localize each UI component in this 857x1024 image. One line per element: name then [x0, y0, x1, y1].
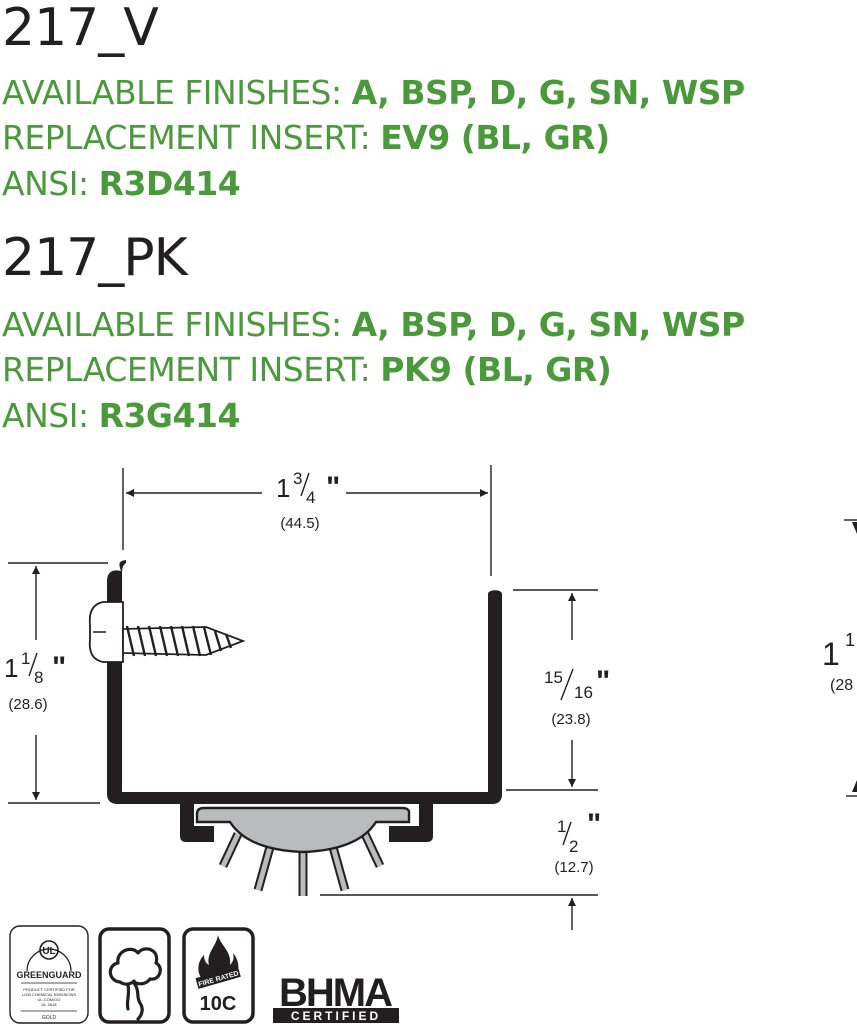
dim-hl-den: 8	[34, 668, 43, 687]
fire-rated-logo: FIRE RATED 10C	[182, 927, 255, 1024]
dim-hr-den: 16	[574, 683, 593, 702]
gg-line2: LOW CHEMICAL EMISSIONS	[22, 992, 76, 997]
dim-id-mm: (12.7)	[554, 859, 593, 876]
dim-width-whole: 1	[276, 473, 290, 503]
insert-retainer-right	[389, 804, 433, 842]
ansi-line-217-v: ANSI: R3D414	[2, 164, 241, 203]
dim-hl-inch: "	[52, 651, 66, 684]
dim-pn-whole: 1	[822, 636, 840, 672]
greenguard-name: GREENGUARD	[16, 970, 82, 980]
dim-width-num: 3	[293, 469, 302, 488]
dim-hl-mm: (28.6)	[8, 696, 47, 713]
ul-text: UL	[42, 946, 55, 957]
ul-mark-icon	[39, 940, 59, 960]
insert-label: REPLACEMENT INSERT:	[2, 118, 371, 157]
dim-width-label: 1 3 4 " (44.5)	[276, 469, 340, 532]
finishes-line-217-pk: AVAILABLE FINISHES: A, BSP, D, G, SN, WS…	[2, 308, 745, 341]
dim-hr-mm: (23.8)	[551, 711, 590, 728]
gg-line3: UL.COM/GG	[38, 997, 61, 1002]
dim-id-num: 1	[557, 817, 566, 836]
dim-hr-num: 15	[544, 668, 563, 687]
finishes-value: A, BSP, D, G, SN, WSP	[351, 73, 746, 112]
finishes-label: AVAILABLE FINISHES:	[2, 305, 342, 344]
dim-id-inch: "	[587, 808, 601, 841]
dim-width-inch: "	[326, 471, 340, 504]
finishes-value: A, BSP, D, G, SN, WSP	[351, 305, 746, 344]
ansi-line-217-pk: ANSI: R3G414	[2, 399, 240, 432]
dim-hl-whole: 1	[4, 653, 18, 683]
insert-line-217-pk: REPLACEMENT INSERT: PK9 (BL, GR)	[2, 350, 612, 389]
ansi-value: R3G414	[98, 396, 241, 435]
ansi-label: ANSI:	[2, 396, 89, 435]
bhma-certified-logo: BHMA CERTIFIED	[273, 971, 399, 1023]
gg-tier: GOLD	[42, 1015, 57, 1021]
ansi-label: ANSI:	[2, 164, 89, 203]
insert-retainer-left	[180, 804, 214, 842]
greenguard-gold-logo: UL GREENGUARD PRODUCT CERTIFIED FOR LOW …	[9, 925, 89, 1024]
partial-arrow-bottom	[852, 780, 857, 792]
dim-height-left-label: 1 1 8 " (28.6)	[4, 649, 66, 713]
insert-line-217-v: REPLACEMENT INSERT: EV9 (BL, GR)	[2, 121, 610, 154]
dim-pn-num: 1	[845, 630, 855, 650]
smoke-cloud-icon	[108, 947, 162, 1021]
model-title-217-pk: 217_PK	[2, 228, 188, 288]
finishes-line-217-v: AVAILABLE FINISHES: A, BSP, D, G, SN, WS…	[2, 76, 745, 109]
dimension-lines	[8, 465, 857, 930]
insert-label: REPLACEMENT INSERT:	[2, 350, 371, 389]
door-bottom-profile-drawing: 1 3 4 " (44.5) 1 1 8 " (28.6) 15 16 " (2…	[4, 465, 857, 930]
partial-arrow-top	[852, 522, 857, 534]
insert-value: EV9 (BL, GR)	[380, 118, 610, 157]
bhma-name: BHMA	[279, 971, 392, 1015]
smoke-rated-logo	[98, 927, 171, 1024]
finishes-label: AVAILABLE FINISHES:	[2, 73, 342, 112]
ansi-value: R3D414	[98, 164, 241, 203]
dim-width-den: 4	[306, 488, 315, 507]
dim-insert-depth-label: 1 2 " (12.7)	[554, 808, 601, 876]
flame-icon	[198, 935, 239, 979]
dim-hr-inch: "	[596, 665, 610, 698]
dim-pn-mm: (28	[830, 677, 853, 694]
insert-value: PK9 (BL, GR)	[380, 350, 612, 389]
screw	[88, 601, 246, 663]
weatherstrip-insert	[195, 806, 411, 896]
bhma-certified: CERTIFIED	[291, 1009, 381, 1023]
gg-line4: UL 2818	[42, 1002, 58, 1007]
gg-line1: PRODUCT CERTIFIED FOR	[23, 987, 75, 992]
model-title-217-v: 217_V	[2, 0, 159, 58]
dim-hl-num: 1	[21, 649, 30, 668]
dim-partial-next-label: 1 1 (28	[822, 630, 855, 694]
fire-code-text: 10C	[200, 993, 237, 1015]
dim-id-den: 2	[569, 837, 578, 856]
dim-width-mm: (44.5)	[280, 515, 319, 532]
dim-height-right-label: 15 16 " (23.8)	[544, 665, 610, 728]
shoe-channel-profile	[107, 560, 502, 804]
